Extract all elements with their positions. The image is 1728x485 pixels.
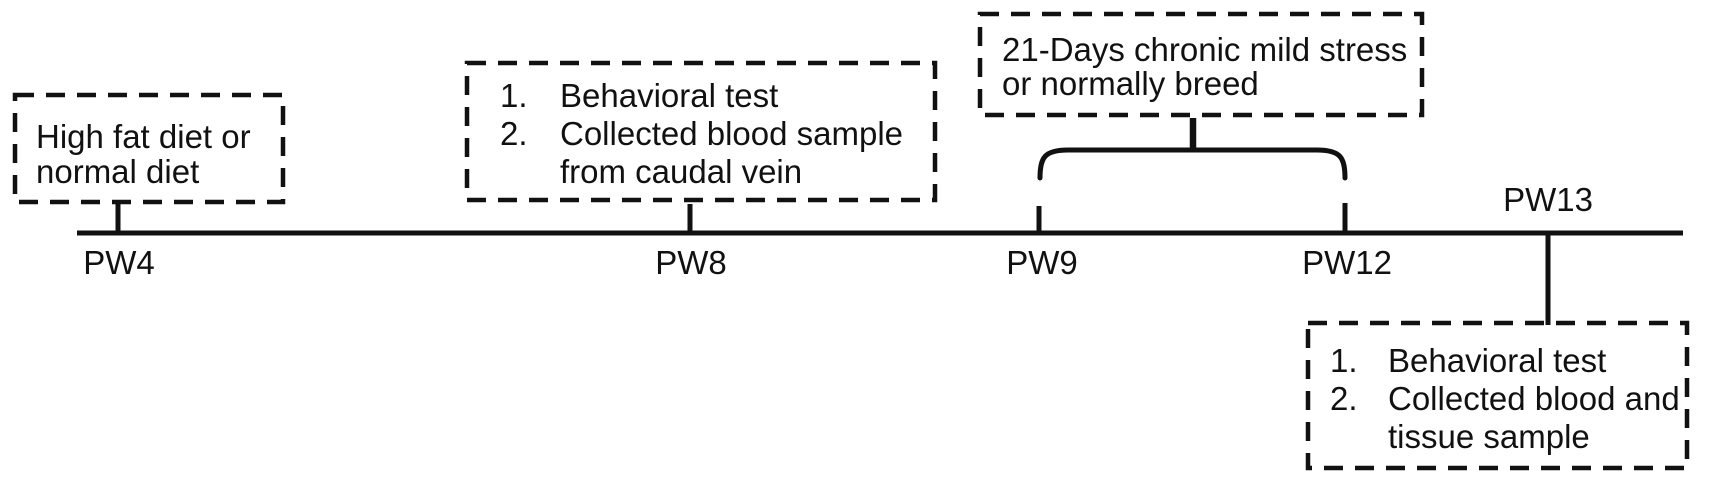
timeline-label-pw9: PW9 — [1006, 244, 1078, 281]
pw13-events-box-border — [1305, 320, 1690, 471]
list-item-number: 2. — [1330, 380, 1358, 417]
pw8-events-box-border — [464, 60, 938, 203]
list-item-number: 2. — [500, 115, 528, 152]
timeline-label-pw13: PW13 — [1503, 181, 1593, 218]
stress-box-border — [977, 11, 1425, 118]
list-item-number: 1. — [1330, 342, 1358, 379]
pw8-events-list: 1. Behavioral test 2. Collected blood sa… — [500, 77, 935, 191]
stress-box-text: 21-Days chronic mild stress or normally … — [1002, 31, 1408, 102]
timeline-label-pw12: PW12 — [1302, 244, 1392, 281]
list-item: 1. Behavioral test — [500, 77, 935, 115]
list-item: 1. Behavioral test — [1330, 342, 1708, 380]
list-item-text: Collected blood and tissue sample — [1388, 380, 1680, 455]
list-item-text: Behavioral test — [560, 77, 779, 114]
list-item: 2. Collected blood sample from caudal ve… — [500, 115, 935, 191]
list-item-number: 1. — [500, 77, 528, 114]
stress-span-brace — [1037, 147, 1348, 181]
list-item: 2. Collected blood and tissue sample — [1330, 380, 1708, 456]
list-item-text: Collected blood sample from caudal vein — [560, 115, 904, 190]
diet-box-border — [12, 92, 286, 205]
timeline-label-pw4: PW4 — [83, 244, 155, 281]
timeline-label-pw8: PW8 — [655, 244, 727, 281]
diet-box-text: High fat diet or normal diet — [36, 118, 251, 190]
pw13-events-list: 1. Behavioral test 2. Collected blood an… — [1330, 342, 1708, 456]
list-item-text: Behavioral test — [1388, 342, 1607, 379]
